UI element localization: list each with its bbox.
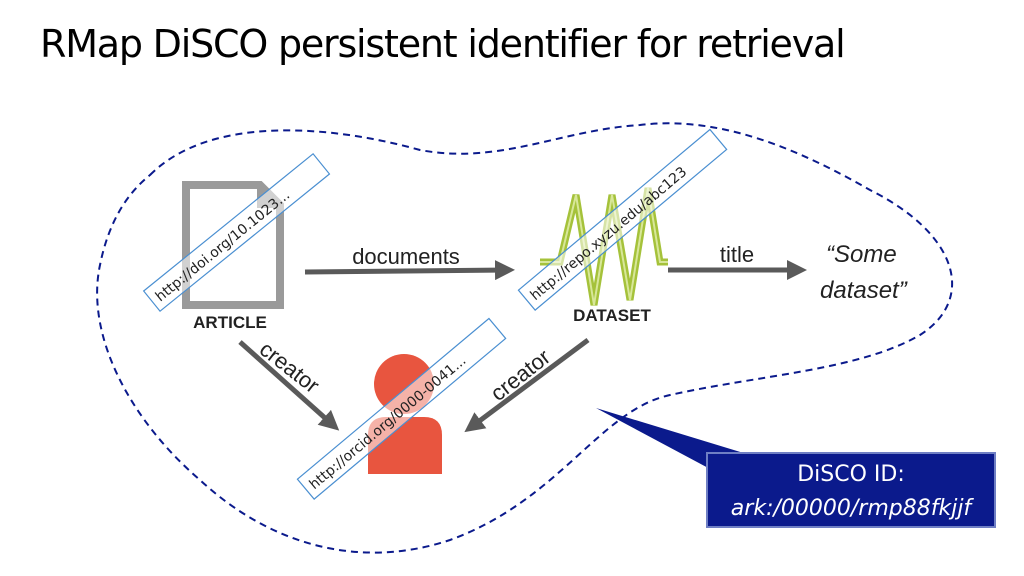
callout-label: DiSCO ID: [797,462,905,487]
callout-id: ark:/00000/rmp88fkjjf [730,496,972,521]
creator-arrow-dataset [464,337,590,433]
literal-line-2: dataset” [820,277,908,304]
slide-title: RMap DiSCO persistent identifier for ret… [40,22,846,66]
dataset-label: DATASET [573,306,651,325]
edge-label-title: title [720,242,754,267]
dataset-url: http://repo.xyzu.edu/abc123 [528,164,691,304]
literal-line-1: “Some [826,241,897,268]
dataset-wave-icon [540,187,668,306]
creator-arrow-article [238,340,340,431]
documents-arrow [304,260,515,281]
edge-label-documents: documents [352,244,460,269]
dataset-url-box: http://repo.xyzu.edu/abc123 [517,128,728,311]
article-label: ARTICLE [193,313,267,332]
disco-id-callout: DiSCO ID: ark:/00000/rmp88fkjjf [706,452,996,528]
